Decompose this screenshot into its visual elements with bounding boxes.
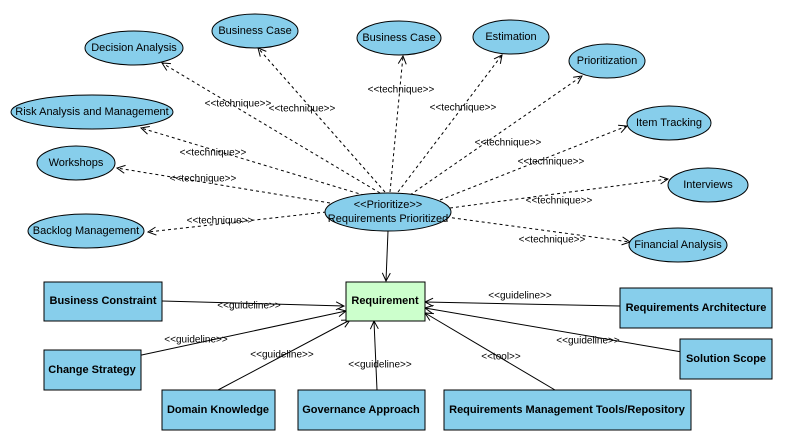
usecase-name: Requirements Prioritized	[328, 213, 448, 225]
technique-nodes: Decision Analysis Business Case Business…	[10, 13, 749, 263]
edge-requirements-management-tools	[425, 313, 556, 391]
guideline-label: Business Constraint	[50, 295, 157, 307]
edge-label-risk-analysis: <<technique>>	[180, 148, 247, 159]
edge-label-estimation: <<technique>>	[430, 103, 497, 114]
guideline-nodes: Business Constraint Change Strategy Doma…	[43, 281, 773, 431]
requirement-node[interactable]: Requirement	[345, 281, 426, 322]
technique-workshops[interactable]: Workshops	[36, 145, 116, 181]
guideline-label: Requirements Management Tools/Repository	[449, 404, 686, 416]
guideline-change-strategy[interactable]: Change Strategy	[43, 349, 142, 391]
technique-business-case-1[interactable]: Business Case	[211, 13, 299, 49]
technique-interviews[interactable]: Interviews	[667, 167, 749, 203]
edge-label-requirements-architecture: <<guideline>>	[488, 291, 552, 302]
edge-label-domain-knowledge: <<guideline>>	[250, 350, 314, 361]
technique-financial-analysis[interactable]: Financial Analysis	[628, 227, 728, 263]
technique-label: Workshops	[49, 157, 104, 169]
technique-label: Business Case	[362, 32, 435, 44]
guideline-edges	[136, 300, 683, 391]
edge-label-financial-analysis: <<technique>>	[519, 235, 586, 246]
edge-label-requirements-management-tools: <<tool>>	[481, 352, 521, 363]
edge-label-interviews: <<technique>>	[526, 196, 593, 207]
edge-prioritization	[409, 76, 582, 196]
guideline-solution-scope[interactable]: Solution Scope	[679, 338, 773, 380]
edge-financial-analysis	[445, 216, 630, 242]
edge-label-workshops: <<technique>>	[170, 174, 237, 185]
edge-label-decision-analysis: <<technique>>	[205, 99, 272, 110]
guideline-label: Governance Approach	[302, 404, 420, 416]
edge-label-governance-approach: <<guideline>>	[348, 360, 412, 371]
edge-label-business-case-1: <<technique>>	[269, 104, 336, 115]
edge-business-case-1	[258, 48, 386, 193]
guideline-label: Change Strategy	[48, 364, 136, 376]
guideline-requirements-architecture[interactable]: Requirements Architecture	[619, 287, 773, 329]
edge-business-case-2	[389, 56, 403, 193]
edge-governance-approach	[374, 321, 377, 391]
technique-risk-analysis[interactable]: Risk Analysis and Management	[10, 94, 174, 130]
requirement-label: Requirement	[351, 295, 419, 307]
technique-label: Estimation	[485, 31, 536, 43]
edge-usecase-requirement	[386, 230, 388, 281]
edge-requirements-architecture	[425, 302, 621, 306]
technique-estimation[interactable]: Estimation	[472, 19, 550, 55]
usecase-requirements-prioritized[interactable]: <<Prioritize>> Requirements Prioritized	[324, 192, 452, 232]
edge-interviews	[449, 179, 668, 209]
technique-label: Backlog Management	[33, 225, 139, 237]
technique-item-tracking[interactable]: Item Tracking	[626, 105, 712, 141]
technique-decision-analysis[interactable]: Decision Analysis	[84, 30, 184, 66]
edge-label-business-constraint: <<guideline>>	[217, 301, 281, 312]
edge-label-item-tracking: <<technique>>	[518, 157, 585, 168]
edge-label-business-case-2: <<technique>>	[368, 85, 435, 96]
tool-requirements-management[interactable]: Requirements Management Tools/Repository	[443, 389, 692, 431]
guideline-business-constraint[interactable]: Business Constraint	[43, 281, 163, 322]
technique-edges	[117, 48, 668, 242]
edge-risk-analysis	[141, 128, 371, 198]
edge-business-constraint	[161, 300, 344, 306]
edge-change-strategy	[136, 311, 346, 357]
technique-label: Business Case	[218, 25, 291, 37]
technique-prioritization[interactable]: Prioritization	[568, 43, 646, 79]
guideline-domain-knowledge[interactable]: Domain Knowledge	[161, 389, 276, 431]
edge-decision-analysis	[162, 63, 381, 194]
edge-label-backlog-management: <<technique>>	[187, 216, 254, 227]
edge-estimation	[397, 55, 502, 193]
technique-label: Interviews	[683, 179, 733, 191]
guideline-label: Solution Scope	[686, 353, 766, 365]
usecase-stereotype: <<Prioritize>>	[354, 199, 422, 211]
edge-domain-knowledge	[217, 320, 350, 391]
edge-labels: <<technique>> <<technique>> <<technique>…	[164, 85, 620, 371]
edge-label-solution-scope: <<guideline>>	[556, 336, 620, 347]
guideline-label: Domain Knowledge	[167, 404, 269, 416]
technique-label: Risk Analysis and Management	[15, 106, 168, 118]
technique-label: Decision Analysis	[91, 42, 177, 54]
technique-label: Prioritization	[577, 55, 638, 67]
technique-label: Item Tracking	[636, 117, 702, 129]
technique-business-case-2[interactable]: Business Case	[356, 20, 442, 56]
edge-label-prioritization: <<technique>>	[475, 138, 542, 149]
technique-backlog-management[interactable]: Backlog Management	[27, 213, 145, 249]
edge-solution-scope	[425, 308, 683, 353]
guideline-governance-approach[interactable]: Governance Approach	[297, 389, 426, 431]
guideline-label: Requirements Architecture	[626, 302, 767, 314]
technique-label: Financial Analysis	[634, 239, 722, 251]
edge-label-change-strategy: <<guideline>>	[164, 335, 228, 346]
